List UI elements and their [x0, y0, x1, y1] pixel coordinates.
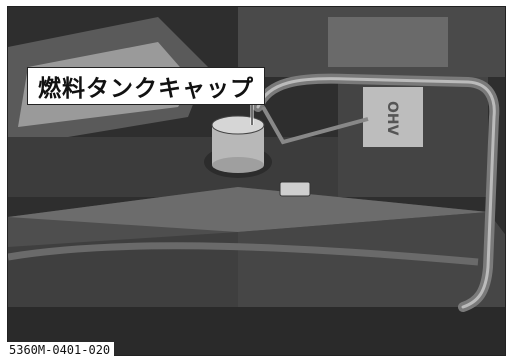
fuel-tank-cap-label: 燃料タンクキャップ	[27, 67, 265, 105]
fuel-tank-render: OHV	[8, 7, 505, 355]
machine-photo: OHV 燃料タンクキャップ	[7, 6, 506, 356]
decal-text: OHV	[384, 101, 400, 136]
figure-code: 5360M-0401-020	[7, 342, 115, 358]
